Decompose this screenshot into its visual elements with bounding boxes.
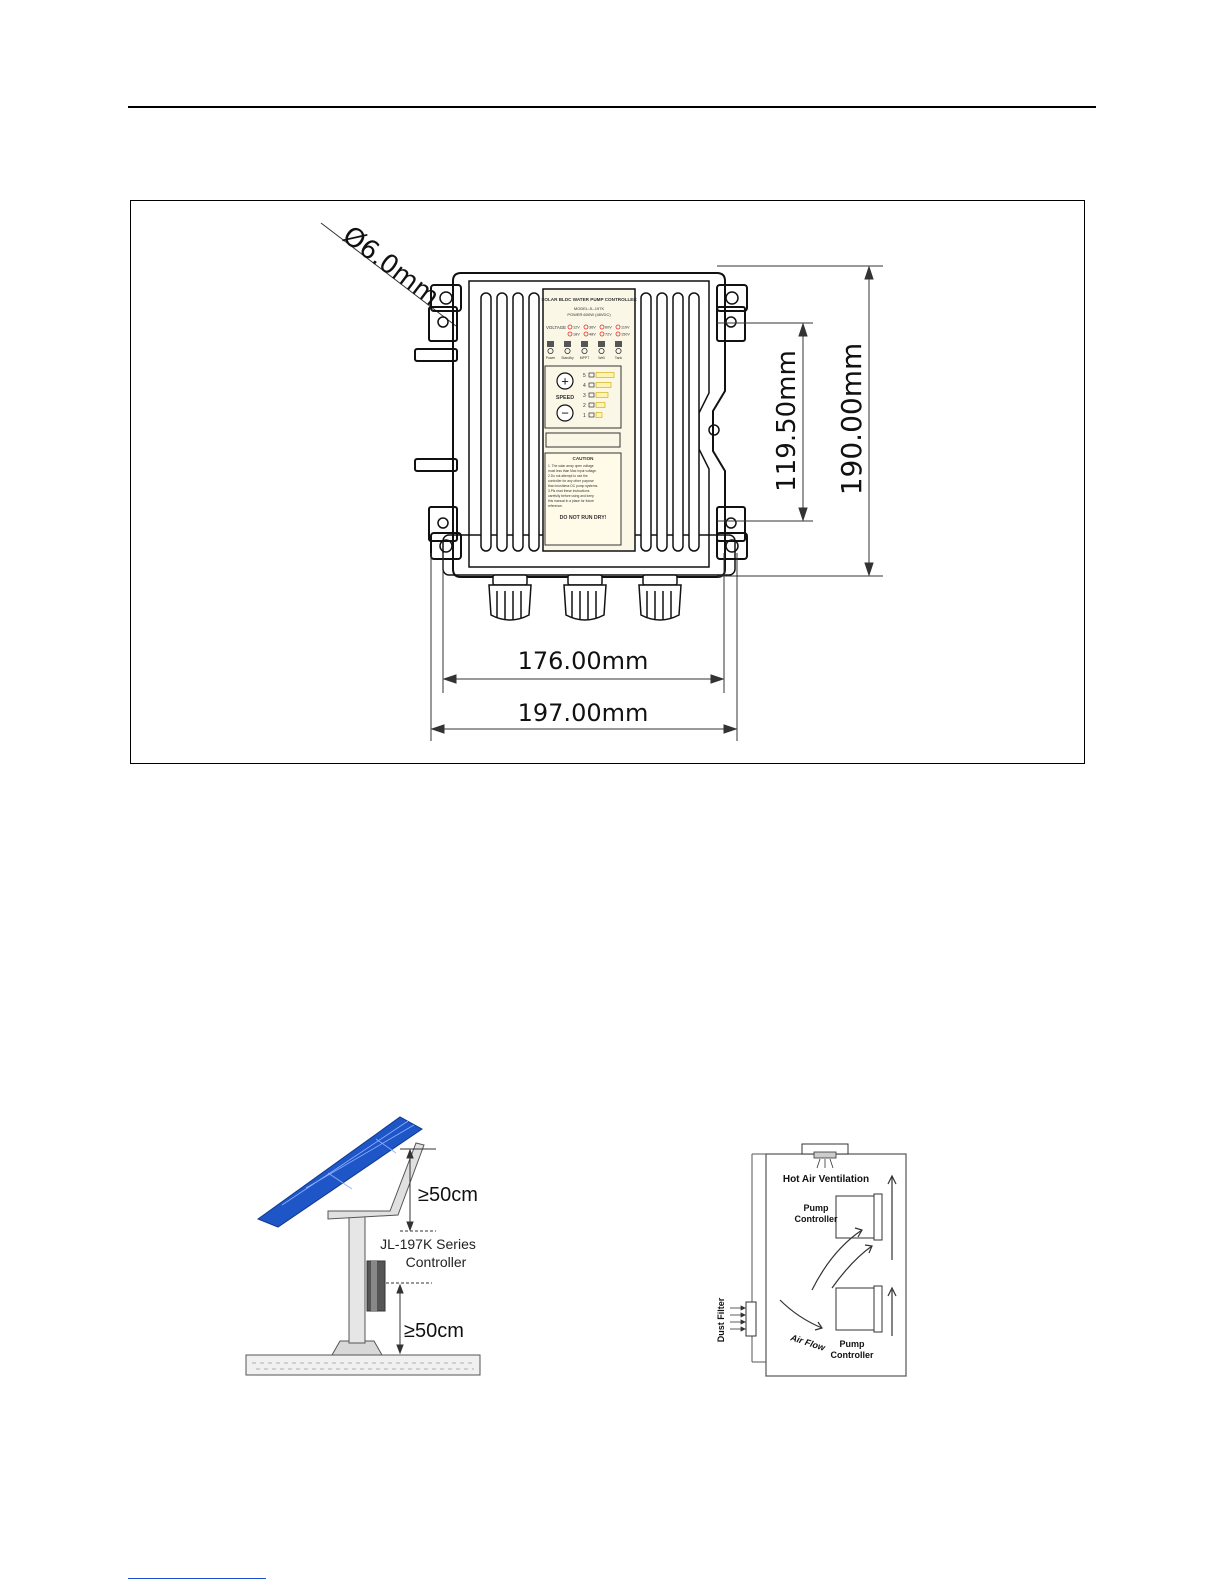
voltage-label: VOLTAGE bbox=[546, 325, 566, 330]
speed-minus-button bbox=[556, 404, 574, 422]
cabinet-ventilation-illustration: Hot Air Ventilation Pump Controller Pump… bbox=[716, 1143, 907, 1377]
display-window bbox=[545, 432, 621, 448]
svg-text:72V: 72V bbox=[605, 333, 612, 337]
do-not-run-dry: DO NOT RUN DRY! bbox=[560, 515, 607, 521]
pump-controller-bottom bbox=[835, 1287, 875, 1331]
screw-holes bbox=[437, 291, 739, 553]
outer-width-label: 197.00mm bbox=[518, 699, 649, 727]
cabinet-outline bbox=[765, 1153, 907, 1377]
svg-text:must less than Max input volta: must less than Max input voltage. bbox=[548, 469, 597, 473]
solar-panel bbox=[256, 1116, 423, 1228]
svg-text:1: 1 bbox=[583, 413, 586, 419]
caution-block bbox=[544, 452, 622, 546]
svg-text:controller for any other purpo: controller for any other purpose bbox=[548, 479, 594, 483]
outer-height-label: 190.00mm bbox=[835, 343, 868, 496]
cable-glands bbox=[488, 574, 682, 621]
pump-top-label-2: Controller bbox=[794, 1214, 837, 1224]
controller-label-line1: JL-197K Series bbox=[380, 1236, 476, 1252]
status-indicators: Power Standby MPPT Well Tank bbox=[546, 341, 622, 360]
svg-text:reference.: reference. bbox=[548, 504, 563, 508]
controller-label-line2: Controller bbox=[406, 1254, 467, 1270]
front-label-panel: SOLAR BLDC WATER PUMP CONTROLLER MODEL:J… bbox=[541, 288, 637, 552]
clearance-top-label: ≥50cm bbox=[418, 1184, 478, 1206]
speed-level-bars: 5 4 3 2 1 bbox=[583, 372, 615, 419]
pump-controller-top bbox=[835, 1195, 875, 1239]
pump-bottom-label-2: Controller bbox=[830, 1350, 873, 1360]
voltage-leds-row1: 12V 36V 60V 110V bbox=[567, 324, 630, 330]
header-rule bbox=[128, 106, 1096, 108]
dimension-drawing-frame: Ø6.0mm SOL bbox=[130, 200, 1085, 764]
clearance-dim-bottom bbox=[386, 1282, 432, 1355]
hot-air-label: Hot Air Ventilation bbox=[783, 1174, 869, 1185]
svg-text:2: 2 bbox=[583, 403, 586, 409]
speed-control-block bbox=[544, 365, 622, 429]
height-dimensions bbox=[717, 265, 883, 577]
svg-text:Power: Power bbox=[546, 356, 556, 360]
svg-text:150V: 150V bbox=[621, 333, 630, 337]
footer-link-underline[interactable] bbox=[128, 1578, 266, 1579]
intake-arrows bbox=[730, 1305, 746, 1332]
hole-leader-line bbox=[320, 222, 457, 327]
cooling-fins bbox=[480, 292, 700, 552]
speed-label: SPEED bbox=[556, 395, 574, 401]
caution-title: CAUTION bbox=[573, 456, 595, 461]
speed-minus-glyph: − bbox=[561, 406, 569, 421]
svg-text:carefully before using and kee: carefully before using and keep bbox=[548, 494, 594, 498]
svg-text:4: 4 bbox=[583, 383, 586, 389]
dust-filter bbox=[745, 1301, 757, 1337]
panel-power: POWER:600W (48VDC) bbox=[567, 312, 611, 317]
dust-filter-label: Dust Filter bbox=[716, 1297, 726, 1342]
svg-text:Standby: Standby bbox=[561, 356, 574, 360]
svg-text:1. The solar array open voltag: 1. The solar array open voltage bbox=[548, 464, 594, 468]
clearance-dim-top bbox=[400, 1148, 436, 1232]
svg-text:2.Do not attempt to use the: 2.Do not attempt to use the bbox=[548, 474, 588, 478]
svg-text:MPPT: MPPT bbox=[580, 356, 589, 360]
panel-bracket bbox=[327, 1142, 425, 1220]
panel-model: MODEL:JL-197K bbox=[574, 306, 605, 311]
svg-text:Tank: Tank bbox=[615, 356, 622, 360]
voltage-leds-row2: 18V 48V 72V 150V bbox=[567, 331, 630, 337]
svg-text:36V: 36V bbox=[589, 326, 596, 330]
svg-text:18V: 18V bbox=[573, 333, 580, 337]
svg-text:12V: 12V bbox=[573, 326, 580, 330]
svg-text:3: 3 bbox=[583, 393, 586, 399]
clearance-bottom-label: ≥50cm bbox=[404, 1320, 464, 1342]
panel-title: SOLAR BLDC WATER PUMP CONTROLLER bbox=[541, 297, 637, 302]
inner-height-label: 119.50mm bbox=[772, 350, 802, 492]
speed-plus-button bbox=[556, 372, 574, 390]
speed-plus-glyph: + bbox=[561, 374, 569, 389]
mounting-pole bbox=[348, 1214, 366, 1344]
svg-text:this manual in a place for fut: this manual in a place for future bbox=[548, 499, 594, 503]
svg-text:48V: 48V bbox=[589, 333, 596, 337]
installation-clearance-illustration: ≥50cm ≥50cm JL-197K Series Controller bbox=[245, 1116, 481, 1376]
width-dimensions bbox=[430, 553, 738, 741]
svg-text:60V: 60V bbox=[605, 326, 612, 330]
svg-text:3.Pls read these instructions: 3.Pls read these instructions bbox=[548, 489, 590, 493]
ground bbox=[245, 1354, 481, 1376]
svg-text:110V: 110V bbox=[621, 326, 630, 330]
svg-text:5: 5 bbox=[583, 373, 586, 379]
inner-width-label: 176.00mm bbox=[518, 647, 649, 675]
svg-text:than brushless DC pump systems: than brushless DC pump systems. bbox=[548, 484, 598, 488]
pump-bottom-label-1: Pump bbox=[839, 1339, 865, 1349]
caution-text: 1. The solar array open voltage must les… bbox=[548, 464, 598, 508]
hole-diameter-label: Ø6.0mm bbox=[337, 221, 445, 313]
svg-text:Well: Well bbox=[598, 356, 605, 360]
airflow-arrows bbox=[779, 1174, 897, 1336]
controller-dimension-drawing: Ø6.0mm SOL bbox=[320, 221, 883, 741]
pump-top-label-1: Pump bbox=[803, 1203, 829, 1213]
